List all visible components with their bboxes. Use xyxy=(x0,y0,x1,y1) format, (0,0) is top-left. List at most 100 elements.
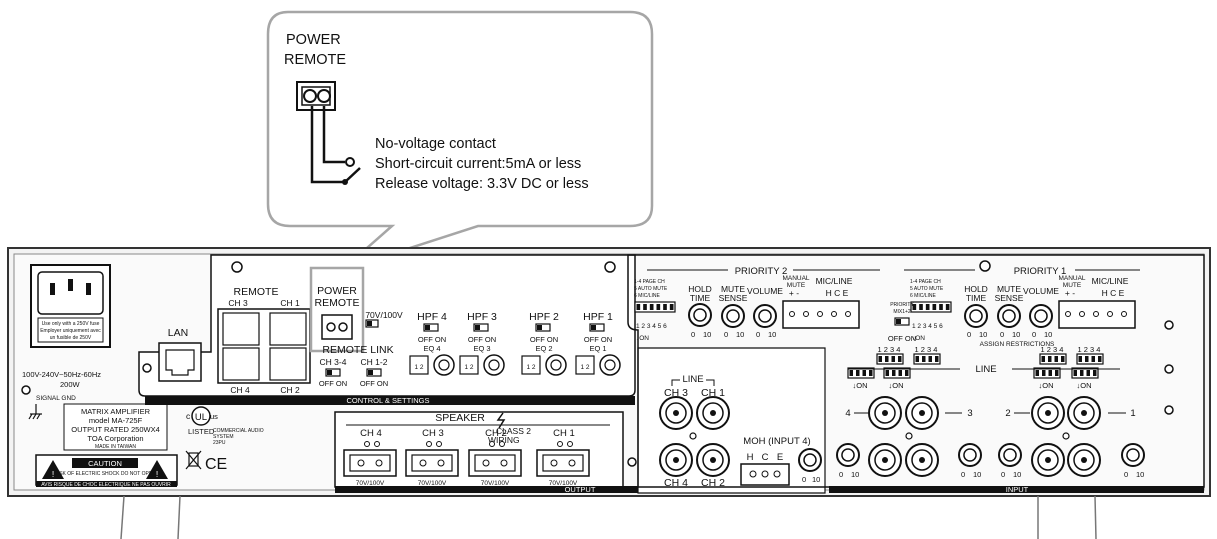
priority-mix-label-2: MIX1+2 xyxy=(893,309,911,315)
eq-switch-1[interactable] xyxy=(409,355,429,375)
power-remote-terminal[interactable] xyxy=(321,314,353,340)
hpf-switch-1[interactable] xyxy=(423,323,439,332)
eq-switch-3[interactable] xyxy=(521,355,541,375)
eq-rotary-3[interactable] xyxy=(545,354,567,376)
mic-line-terminal-block[interactable] xyxy=(782,300,860,329)
mic-line-label: MIC/LINE xyxy=(816,276,853,286)
mute-sense-label-2: SENSE xyxy=(719,293,748,303)
input-rca-jack-1[interactable] xyxy=(868,396,902,430)
hpf-switch-3[interactable] xyxy=(535,323,551,332)
priority-mix-switch[interactable] xyxy=(894,317,910,326)
eq-rotary-2[interactable] xyxy=(483,354,505,376)
nameplate: MATRIX AMPLIFIER model MA-725F OUTPUT RA… xyxy=(35,403,178,488)
vol-knob-max: 10 xyxy=(768,330,776,339)
eq-switch-2[interactable] xyxy=(459,355,479,375)
line-input-ch1-jack[interactable] xyxy=(696,396,730,430)
volume-knob[interactable] xyxy=(1029,304,1053,328)
eq-rotary-cap xyxy=(604,359,616,371)
input-gain-knob-1[interactable] xyxy=(836,443,860,467)
svg-text:CH 3-4: CH 3-4 xyxy=(320,357,347,367)
hpf-switch-body xyxy=(473,323,489,332)
speaker-led xyxy=(374,441,380,447)
line-dip-c[interactable] xyxy=(1033,367,1061,379)
priority2-title: PRIORITY 2 xyxy=(735,266,788,277)
eq-label-2: EQ 3 xyxy=(473,344,490,353)
remote-link-ch34-switch[interactable] xyxy=(325,368,341,377)
remote-port-ch1[interactable] xyxy=(269,312,307,346)
svg-text:MADE IN TAIWAN: MADE IN TAIWAN xyxy=(95,444,136,450)
svg-text:4: 4 xyxy=(845,408,850,419)
input-rca-jack-6[interactable] xyxy=(905,443,939,477)
priority-mix-offon: OFF ON xyxy=(888,334,916,343)
dip-lever xyxy=(1054,356,1058,362)
assign-dip-a[interactable] xyxy=(876,353,904,365)
hpf-offon-2: OFF ON xyxy=(468,335,496,344)
speaker-terminal-2[interactable] xyxy=(405,449,459,477)
line-dip-a[interactable] xyxy=(847,367,875,379)
hold-time-knob[interactable] xyxy=(964,304,988,328)
mute-knob-min: 0 xyxy=(724,330,728,339)
priority-dip-switch[interactable] xyxy=(634,301,676,313)
svg-text:CLASS 2: CLASS 2 xyxy=(496,426,531,436)
hpf-switch-body xyxy=(423,323,439,332)
knob-cap xyxy=(1126,448,1140,462)
mute-sense-knob[interactable] xyxy=(721,304,745,328)
input-rca-jack-8[interactable] xyxy=(1067,443,1101,477)
svg-text:WIRING: WIRING xyxy=(488,435,520,445)
line-input-ch2-jack[interactable] xyxy=(696,443,730,477)
eq-switch-4[interactable] xyxy=(575,355,595,375)
speaker-terminal-3[interactable] xyxy=(468,449,522,477)
input-rca-jack-5[interactable] xyxy=(868,443,902,477)
dip-legend-line1: 1-4 PAGE CH xyxy=(634,279,665,285)
hpf-switch-2[interactable] xyxy=(473,323,489,332)
dip-lever xyxy=(915,356,919,362)
eq-rotary-4[interactable] xyxy=(599,354,621,376)
line-dip-d[interactable] xyxy=(1071,367,1099,379)
mute-sense-knob[interactable] xyxy=(997,304,1021,328)
eq-rotary-1[interactable] xyxy=(433,354,455,376)
terminal-screw xyxy=(789,311,795,317)
dip-lever xyxy=(885,356,889,362)
input-rca-jack-4[interactable] xyxy=(1067,396,1101,430)
hpf-switch-4[interactable] xyxy=(589,323,605,332)
speaker-terminal-1[interactable] xyxy=(343,449,397,477)
hold-knob-min: 0 xyxy=(967,330,971,339)
input-rca-jack-2[interactable] xyxy=(905,396,939,430)
assign-dip-b[interactable] xyxy=(913,353,941,365)
svg-text:CH 1: CH 1 xyxy=(701,387,725,399)
callout-note-line3: Release voltage: 3.3V DC or less xyxy=(375,176,589,192)
lan-port[interactable] xyxy=(158,342,202,382)
remote-link-ch12-switch[interactable] xyxy=(366,368,382,377)
eq-rotary-cap xyxy=(438,359,450,371)
assign-dip-d[interactable] xyxy=(1076,353,1104,365)
remote-port-ch4[interactable] xyxy=(222,347,260,381)
line-input-ch3-jack[interactable] xyxy=(659,396,693,430)
priority-dip-switch[interactable] xyxy=(910,301,952,313)
line-input-ch4-jack[interactable] xyxy=(659,443,693,477)
terminal-screw xyxy=(1079,311,1085,317)
svg-text:!: ! xyxy=(52,469,54,479)
hold-time-knob[interactable] xyxy=(688,303,712,327)
line-dip-b[interactable] xyxy=(883,367,911,379)
speaker-terminal-block xyxy=(474,454,516,472)
input-gain-knob-3[interactable] xyxy=(998,443,1022,467)
input-gain-knob-4[interactable] xyxy=(1121,443,1145,467)
input-gain-knob-2[interactable] xyxy=(958,443,982,467)
input-rca-jack-3[interactable] xyxy=(1031,396,1065,430)
speaker-terminal-4[interactable] xyxy=(536,449,590,477)
mic-line-terminal-block[interactable] xyxy=(1058,300,1136,329)
remote-port-ch2[interactable] xyxy=(269,347,307,381)
dip-on-label: ↓ON xyxy=(912,335,925,342)
speaker-ch-label-3: CH 2 xyxy=(485,428,507,439)
remote-port-ch3[interactable] xyxy=(222,312,260,346)
power-remote-callout: POWER REMOTE No-voltage contact Short-ci… xyxy=(266,10,654,272)
dip-lever xyxy=(885,370,889,376)
volume-knob[interactable] xyxy=(753,304,777,328)
dip-lever xyxy=(1048,356,1052,362)
svg-text:TOA Corporation: TOA Corporation xyxy=(87,434,143,443)
moh-terminal[interactable] xyxy=(740,463,790,486)
lan-label: LAN xyxy=(168,327,188,339)
moh-volume-knob[interactable] xyxy=(798,448,822,472)
input-rca-jack-7[interactable] xyxy=(1031,443,1065,477)
assign-dip-c[interactable] xyxy=(1039,353,1067,365)
